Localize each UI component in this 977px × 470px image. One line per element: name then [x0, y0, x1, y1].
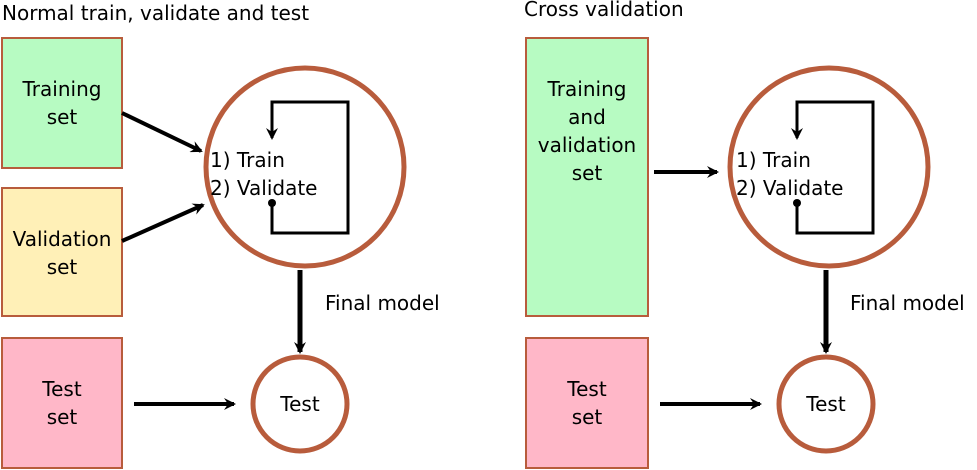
test-circle: Test: [250, 354, 350, 454]
loop-step-train: 1) Train: [210, 148, 285, 172]
training-set-label-line1: Training: [22, 77, 102, 101]
left-panel-title: Normal train, validate and test: [2, 1, 309, 25]
cv-loop-path: [791, 100, 875, 235]
cv-test-set-box: Test set: [525, 337, 649, 469]
test-set-label-line1: Test: [41, 377, 82, 401]
cv-loop-step-train: 1) Train: [736, 148, 811, 172]
training-to-loop-arrow: [121, 111, 203, 153]
right-panel-title: Cross validation: [524, 0, 684, 21]
test-circle-label: Test: [279, 392, 320, 416]
training-validation-set-box: Training and validation set: [525, 37, 649, 317]
test-set-box: Test set: [1, 337, 123, 469]
train-val-label-line1: Training: [547, 77, 627, 101]
validation-set-label-line2: set: [47, 255, 78, 279]
validation-to-loop-arrow: [121, 203, 205, 243]
cv-train-validate-loop: 1) Train 2) Validate: [727, 65, 931, 269]
cv-loop-start-dot: [793, 199, 801, 207]
test-set-label-line2: set: [47, 405, 78, 429]
cv-test-circle-label: Test: [805, 392, 846, 416]
final-model-label: Final model: [325, 291, 440, 315]
loop-path: [266, 100, 350, 235]
loop-start-dot: [268, 199, 276, 207]
validation-set-label-line1: Validation: [13, 227, 112, 251]
validation-set-box: Validation set: [1, 187, 123, 317]
cv-test-set-label-line1: Test: [566, 377, 607, 401]
train-val-label-line4: set: [572, 161, 603, 185]
training-set-label-line2: set: [47, 105, 78, 129]
loop-step-validate: 2) Validate: [210, 176, 317, 200]
train-val-label-line3: validation: [538, 133, 636, 157]
right-panel: Cross validation Training and validation…: [524, 0, 965, 469]
train-val-label-line2: and: [568, 105, 606, 129]
cv-final-model-label: Final model: [850, 291, 965, 315]
training-set-box: Training set: [1, 37, 123, 169]
cv-loop-step-validate: 2) Validate: [736, 176, 843, 200]
cv-test-circle: Test: [776, 354, 876, 454]
cv-test-set-label-line2: set: [572, 405, 603, 429]
train-validate-loop: 1) Train 2) Validate: [203, 65, 407, 269]
left-panel: Normal train, validate and test Training…: [1, 1, 440, 469]
